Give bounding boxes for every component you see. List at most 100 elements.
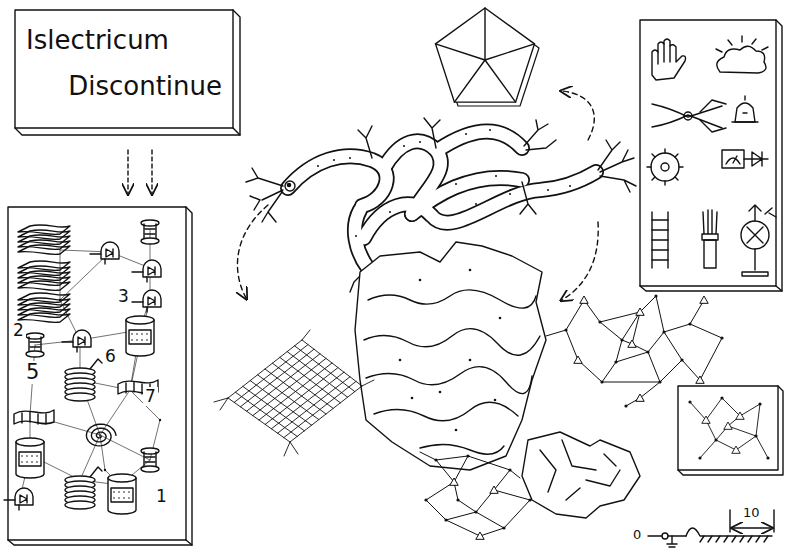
mesh bbox=[302, 340, 362, 386]
network bbox=[754, 434, 757, 437]
rock bbox=[355, 242, 546, 470]
parts-panel bbox=[8, 207, 192, 545]
diode-lamp bbox=[20, 495, 27, 503]
network-graph bbox=[502, 526, 505, 529]
network-graph bbox=[458, 500, 476, 512]
gear-icon bbox=[647, 149, 683, 185]
diode-lamp bbox=[106, 249, 113, 257]
network-graph bbox=[688, 322, 691, 325]
spool bbox=[30, 342, 40, 347]
network-graph bbox=[682, 360, 700, 380]
rock bbox=[411, 397, 414, 400]
network-graph bbox=[436, 456, 468, 460]
title-box bbox=[15, 10, 240, 135]
thread-web bbox=[100, 435, 150, 460]
network bbox=[690, 398, 768, 458]
spool bbox=[141, 220, 159, 244]
network-graph bbox=[580, 296, 588, 303]
pentagon bbox=[436, 8, 540, 106]
network-graph bbox=[654, 294, 657, 297]
can bbox=[108, 474, 136, 482]
network-graph bbox=[690, 324, 722, 338]
mesh bbox=[272, 363, 333, 408]
parts-sketch bbox=[104, 469, 106, 471]
network-graph bbox=[574, 296, 708, 401]
mesh bbox=[287, 352, 347, 398]
can bbox=[136, 339, 138, 341]
network bbox=[756, 404, 760, 436]
mesh bbox=[278, 377, 350, 433]
bell-icon bbox=[732, 96, 758, 122]
coil bbox=[65, 359, 102, 401]
can bbox=[146, 339, 148, 341]
rock bbox=[364, 329, 540, 356]
network-graph bbox=[700, 296, 708, 303]
scale-bar bbox=[700, 536, 768, 542]
root-creature bbox=[419, 141, 421, 143]
network bbox=[690, 402, 706, 420]
rock bbox=[374, 402, 518, 421]
icon-panel bbox=[640, 20, 782, 291]
root-creature bbox=[520, 182, 536, 214]
mesh bbox=[280, 357, 341, 402]
can bbox=[136, 333, 138, 335]
can bbox=[128, 491, 130, 493]
root-creature bbox=[569, 185, 571, 187]
spool bbox=[141, 238, 159, 244]
can bbox=[26, 461, 28, 463]
network bbox=[698, 456, 701, 459]
network-graph bbox=[476, 532, 484, 539]
rolled-sheet bbox=[22, 412, 46, 424]
mesh bbox=[290, 386, 362, 442]
rolled-sheet bbox=[14, 410, 54, 424]
coil bbox=[65, 393, 95, 401]
root-creature bbox=[355, 210, 368, 268]
network-graph bbox=[468, 456, 510, 470]
network-graph bbox=[446, 520, 480, 536]
network-graph bbox=[640, 382, 660, 398]
gear-icon bbox=[647, 149, 683, 185]
network-graph bbox=[424, 454, 531, 537]
network bbox=[728, 426, 756, 436]
ladder-icon bbox=[652, 212, 668, 268]
network-graph bbox=[602, 362, 616, 382]
can bbox=[118, 497, 120, 499]
network-graph bbox=[450, 478, 458, 485]
pentagon bbox=[436, 8, 535, 102]
scale-bar bbox=[686, 528, 772, 536]
network-graph bbox=[648, 332, 664, 352]
icon-panel bbox=[640, 20, 782, 291]
root-creature bbox=[598, 140, 636, 192]
lamp-icon bbox=[741, 221, 769, 249]
rock bbox=[399, 359, 402, 362]
rock bbox=[455, 429, 458, 432]
rock bbox=[499, 317, 502, 320]
network bbox=[720, 396, 723, 399]
gauge-icon bbox=[722, 150, 744, 168]
network-graph bbox=[454, 456, 468, 482]
lamp-icon bbox=[747, 227, 763, 243]
can bbox=[16, 442, 44, 478]
network bbox=[736, 412, 744, 419]
root-creature bbox=[403, 145, 405, 147]
network-graph bbox=[600, 380, 603, 383]
parts-sketch bbox=[4, 220, 161, 514]
hand-icon bbox=[652, 39, 686, 80]
down-arrows bbox=[128, 150, 152, 193]
dimension-label: 10 bbox=[741, 506, 762, 520]
network bbox=[688, 396, 769, 459]
callout-number: 1 bbox=[154, 487, 169, 506]
root-creature bbox=[358, 126, 372, 158]
network-graph bbox=[436, 460, 454, 482]
root-creature bbox=[547, 189, 549, 191]
mesh bbox=[265, 368, 338, 425]
network-graph bbox=[664, 332, 682, 360]
root-creature bbox=[364, 172, 596, 238]
paper-stack bbox=[18, 281, 70, 291]
network bbox=[700, 440, 716, 458]
cloud-icon bbox=[716, 36, 768, 52]
network bbox=[722, 398, 740, 416]
callout-number: 6 bbox=[103, 347, 118, 366]
mesh bbox=[271, 372, 344, 429]
